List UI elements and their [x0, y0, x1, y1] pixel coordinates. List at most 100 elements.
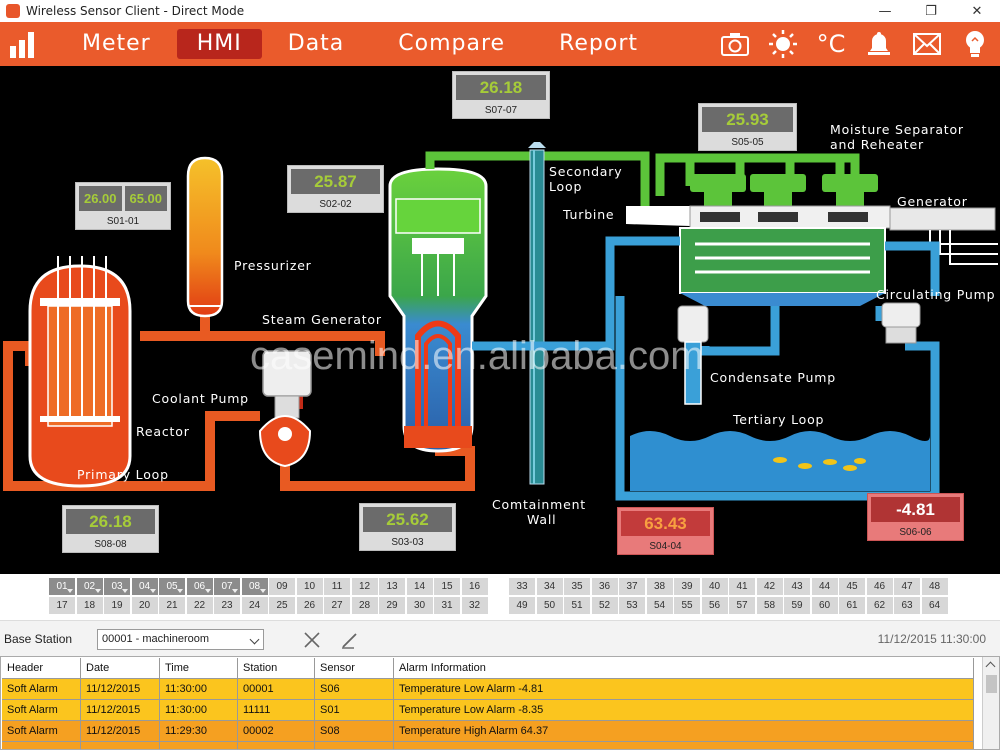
sensor-channel-49[interactable]: 49	[509, 597, 535, 614]
sensor-channel-17[interactable]: 17	[49, 597, 75, 614]
sensor-channel-52[interactable]: 52	[591, 597, 618, 614]
sensor-channel-09[interactable]: 09	[269, 578, 295, 595]
sensor-channel-30[interactable]: 30	[406, 597, 433, 614]
sensor-channel-42[interactable]: 42	[756, 578, 783, 595]
sensor-channel-51[interactable]: 51	[564, 597, 590, 614]
menu-compare[interactable]: Compare	[398, 31, 506, 56]
sensor-channel-23[interactable]: 23	[214, 597, 240, 614]
sensor-channel-13[interactable]: 13	[379, 578, 405, 595]
menu-meter[interactable]: Meter	[82, 31, 151, 56]
menu-report[interactable]: Report	[559, 31, 639, 56]
sensor-channel-20[interactable]: 20	[131, 597, 158, 614]
sensor-channel-32[interactable]: 32	[461, 597, 488, 614]
sensor-channel-26[interactable]: 26	[296, 597, 323, 614]
mail-icon[interactable]	[910, 26, 944, 62]
sensor-channel-19[interactable]: 19	[104, 597, 130, 614]
col-time[interactable]: Time	[160, 658, 238, 679]
sensor-tag-s01[interactable]: 26.00 65.00 S01-01	[75, 182, 171, 230]
sensor-channel-55[interactable]: 55	[674, 597, 700, 614]
sensor-channel-29[interactable]: 29	[379, 597, 405, 614]
sensor-channel-06[interactable]: 06	[186, 578, 213, 595]
sensor-channel-64[interactable]: 64	[921, 597, 948, 614]
sensor-channel-34[interactable]: 34	[536, 578, 563, 595]
sensor-tag-s08[interactable]: 26.18 S08-08	[62, 505, 159, 553]
sensor-channel-12[interactable]: 12	[351, 578, 378, 595]
clear-button[interactable]	[301, 629, 323, 651]
col-sensor[interactable]: Sensor	[315, 658, 394, 679]
sensor-tag-s07[interactable]: 26.18 S07-07	[452, 71, 550, 119]
sensor-channel-07[interactable]: 07	[214, 578, 240, 595]
col-header[interactable]: Header	[2, 658, 81, 679]
sensor-channel-02[interactable]: 02	[76, 578, 103, 595]
sensor-channel-25[interactable]: 25	[269, 597, 295, 614]
table-row[interactable]: Soft Alarm 11/12/2015 11:29:30 00002 S08…	[2, 721, 974, 742]
sensor-channel-38[interactable]: 38	[646, 578, 673, 595]
sensor-channel-37[interactable]: 37	[619, 578, 645, 595]
sensor-channel-56[interactable]: 56	[701, 597, 728, 614]
sensor-channel-35[interactable]: 35	[564, 578, 590, 595]
sensor-channel-43[interactable]: 43	[784, 578, 810, 595]
sensor-channel-57[interactable]: 57	[729, 597, 755, 614]
sensor-tag-s04[interactable]: 63.43 S04-04	[617, 507, 714, 555]
sensor-channel-15[interactable]: 15	[434, 578, 460, 595]
edit-button[interactable]	[339, 629, 361, 651]
scroll-thumb[interactable]	[986, 675, 997, 693]
sensor-channel-08[interactable]: 08	[241, 578, 268, 595]
sensor-channel-39[interactable]: 39	[674, 578, 700, 595]
menu-hmi[interactable]: HMI	[176, 29, 262, 59]
sensor-channel-45[interactable]: 45	[839, 578, 865, 595]
minimize-button[interactable]: —	[878, 3, 892, 19]
sensor-channel-04[interactable]: 04	[131, 578, 158, 595]
celsius-icon[interactable]: °C	[814, 26, 848, 62]
sensor-channel-61[interactable]: 61	[839, 597, 865, 614]
sensor-channel-58[interactable]: 58	[756, 597, 783, 614]
sensor-channel-11[interactable]: 11	[324, 578, 350, 595]
sensor-tag-s06[interactable]: -4.81 S06-06	[867, 493, 964, 541]
sensor-channel-63[interactable]: 63	[894, 597, 920, 614]
sensor-channel-62[interactable]: 62	[866, 597, 893, 614]
table-scrollbar[interactable]	[982, 657, 999, 749]
sensor-channel-16[interactable]: 16	[461, 578, 488, 595]
col-date[interactable]: Date	[81, 658, 160, 679]
sensor-channel-10[interactable]: 10	[296, 578, 323, 595]
sensor-channel-01[interactable]: 01	[49, 578, 75, 595]
sensor-channel-33[interactable]: 33	[509, 578, 535, 595]
sensor-channel-54[interactable]: 54	[646, 597, 673, 614]
camera-icon[interactable]	[718, 26, 752, 62]
sensor-channel-03[interactable]: 03	[104, 578, 130, 595]
sensor-channel-24[interactable]: 24	[241, 597, 268, 614]
sensor-tag-s02[interactable]: 25.87 S02-02	[287, 165, 384, 213]
sensor-channel-47[interactable]: 47	[894, 578, 920, 595]
maximize-button[interactable]: ❐	[925, 3, 937, 19]
table-row[interactable]: Soft Alarm 11/12/2015 11:30:00 00001 S06…	[2, 679, 974, 700]
sensor-tag-s03[interactable]: 25.62 S03-03	[359, 503, 456, 551]
sensor-channel-60[interactable]: 60	[811, 597, 838, 614]
sensor-channel-18[interactable]: 18	[76, 597, 103, 614]
sensor-channel-59[interactable]: 59	[784, 597, 810, 614]
sensor-tag-s05[interactable]: 25.93 S05-05	[698, 103, 797, 151]
close-button[interactable]: ✕	[971, 3, 983, 19]
sensor-channel-44[interactable]: 44	[811, 578, 838, 595]
bell-icon[interactable]	[862, 26, 896, 62]
sensor-channel-40[interactable]: 40	[701, 578, 728, 595]
sensor-channel-48[interactable]: 48	[921, 578, 948, 595]
sensor-channel-14[interactable]: 14	[406, 578, 433, 595]
table-row[interactable]: Soft Alarm 11/12/2015 11:30:00 11111 S01…	[2, 700, 974, 721]
base-station-select[interactable]: 00001 - machineroom	[97, 629, 264, 650]
col-station[interactable]: Station	[238, 658, 315, 679]
sensor-channel-53[interactable]: 53	[619, 597, 645, 614]
sensor-channel-36[interactable]: 36	[591, 578, 618, 595]
sensor-channel-46[interactable]: 46	[866, 578, 893, 595]
lightbulb-icon[interactable]	[958, 26, 992, 62]
sensor-channel-41[interactable]: 41	[729, 578, 755, 595]
sensor-channel-28[interactable]: 28	[351, 597, 378, 614]
scroll-up-icon[interactable]	[985, 661, 996, 672]
menu-data[interactable]: Data	[287, 31, 345, 56]
sensor-channel-50[interactable]: 50	[536, 597, 563, 614]
sensor-channel-22[interactable]: 22	[186, 597, 213, 614]
brightness-icon[interactable]	[766, 26, 800, 62]
sensor-channel-05[interactable]: 05	[159, 578, 185, 595]
sensor-channel-31[interactable]: 31	[434, 597, 460, 614]
sensor-channel-27[interactable]: 27	[324, 597, 350, 614]
col-alarm-info[interactable]: Alarm Information	[394, 658, 974, 679]
